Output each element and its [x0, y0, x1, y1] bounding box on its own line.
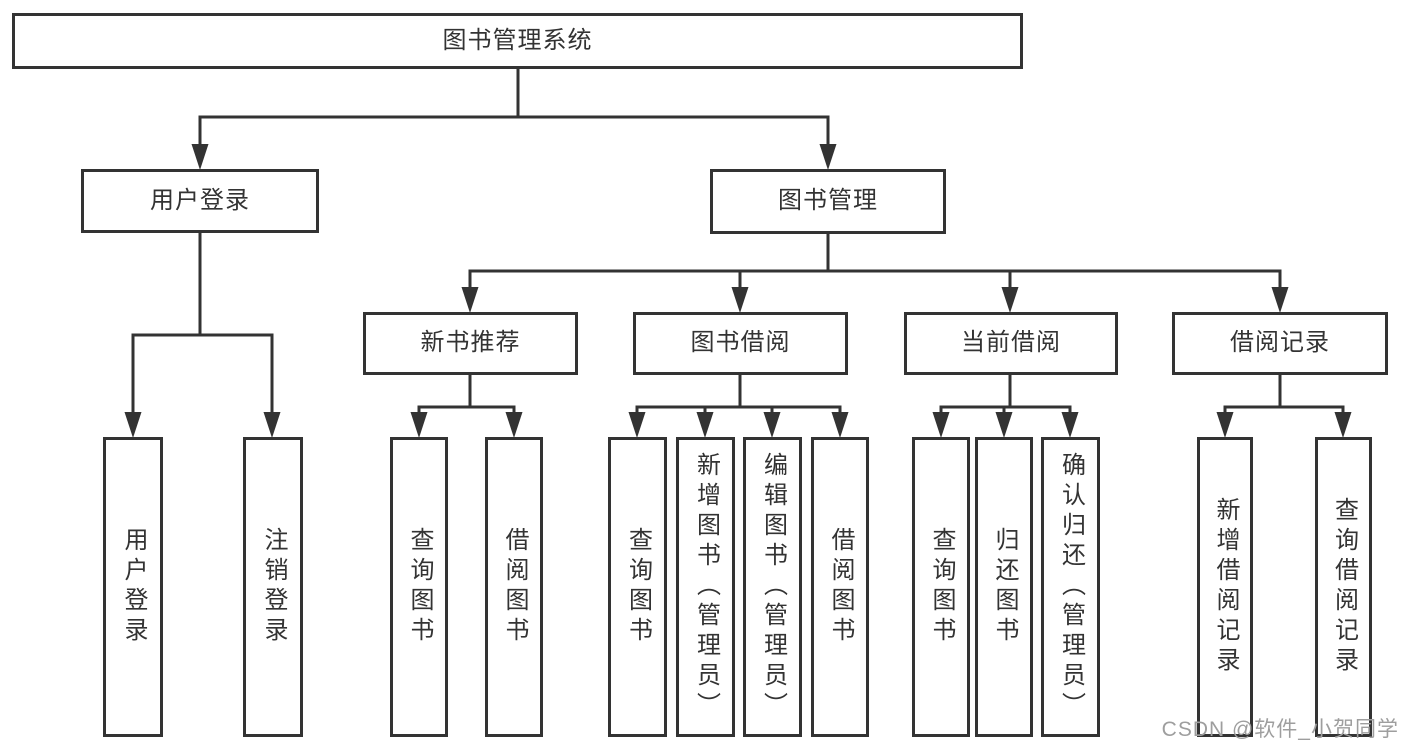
node-label: 编辑图书（管理员）: [759, 452, 787, 722]
node-leaf-add-book: 新增图书（管理员）: [676, 437, 735, 737]
node-label: 当前借阅: [961, 329, 1061, 357]
node-label: 新增借阅记录: [1212, 497, 1239, 677]
node-label: 图书管理系统: [442, 26, 593, 54]
arrowhead-icon: [461, 287, 479, 313]
node-leaf-query-book-3: 查询图书: [912, 437, 970, 737]
arrowhead-icon: [995, 412, 1013, 438]
node-label: 用户登录: [120, 527, 147, 647]
arrowhead-icon: [505, 412, 523, 438]
arrowhead-icon: [1061, 412, 1079, 438]
arrowhead-icon: [1334, 412, 1352, 438]
node-book-borrow: 图书借阅: [633, 312, 848, 375]
node-leaf-edit-book: 编辑图书（管理员）: [743, 437, 802, 737]
arrowhead-icon: [1216, 412, 1234, 438]
arrowhead-icon: [191, 144, 209, 170]
arrowhead-icon: [1271, 287, 1289, 313]
node-label: 查询图书: [406, 527, 433, 647]
node-label: 注销登录: [260, 527, 287, 647]
arrowhead-icon: [731, 287, 749, 313]
node-leaf-query-borrow-record: 查询借阅记录: [1315, 437, 1372, 737]
node-label: 新增图书（管理员）: [692, 452, 720, 722]
arrowhead-icon: [1001, 287, 1019, 313]
arrowhead-icon: [628, 412, 646, 438]
node-leaf-borrow-book-1: 借阅图书: [485, 437, 543, 737]
node-label: 查询图书: [928, 527, 955, 647]
node-current-borrow: 当前借阅: [904, 312, 1118, 375]
node-leaf-query-book-1: 查询图书: [390, 437, 448, 737]
node-label: 查询图书: [624, 527, 652, 647]
node-root: 图书管理系统: [12, 13, 1023, 69]
arrowhead-icon: [932, 412, 950, 438]
arrowhead-icon: [410, 412, 428, 438]
node-label: 查询借阅记录: [1330, 497, 1358, 677]
arrowhead-icon: [696, 412, 714, 438]
arrowhead-icon: [263, 412, 281, 438]
node-leaf-borrow-book-2: 借阅图书: [811, 437, 869, 737]
node-label: 图书管理: [778, 187, 878, 215]
node-new-book-recommend: 新书推荐: [363, 312, 578, 375]
node-label: 图书借阅: [690, 329, 791, 357]
arrowhead-icon: [763, 412, 781, 438]
node-label: 新书推荐: [420, 329, 521, 357]
node-borrow-records: 借阅记录: [1172, 312, 1388, 375]
arrowhead-icon: [819, 144, 837, 170]
node-label: 借阅图书: [827, 527, 854, 647]
arrowhead-icon: [124, 412, 142, 438]
node-user-login: 用户登录: [81, 169, 319, 233]
node-label: 确认归还（管理员）: [1057, 452, 1085, 722]
node-label: 借阅图书: [501, 527, 528, 647]
node-book-management: 图书管理: [710, 169, 946, 234]
node-label: 归还图书: [991, 527, 1018, 647]
arrowhead-icon: [831, 412, 849, 438]
node-leaf-confirm-return: 确认归还（管理员）: [1041, 437, 1100, 737]
node-leaf-return-book: 归还图书: [975, 437, 1033, 737]
node-leaf-logout: 注销登录: [243, 437, 303, 737]
node-leaf-user-login: 用户登录: [103, 437, 163, 737]
node-label: 借阅记录: [1230, 329, 1330, 357]
node-label: 用户登录: [150, 186, 250, 214]
node-leaf-query-book-2: 查询图书: [608, 437, 667, 737]
node-leaf-add-borrow-record: 新增借阅记录: [1197, 437, 1253, 737]
